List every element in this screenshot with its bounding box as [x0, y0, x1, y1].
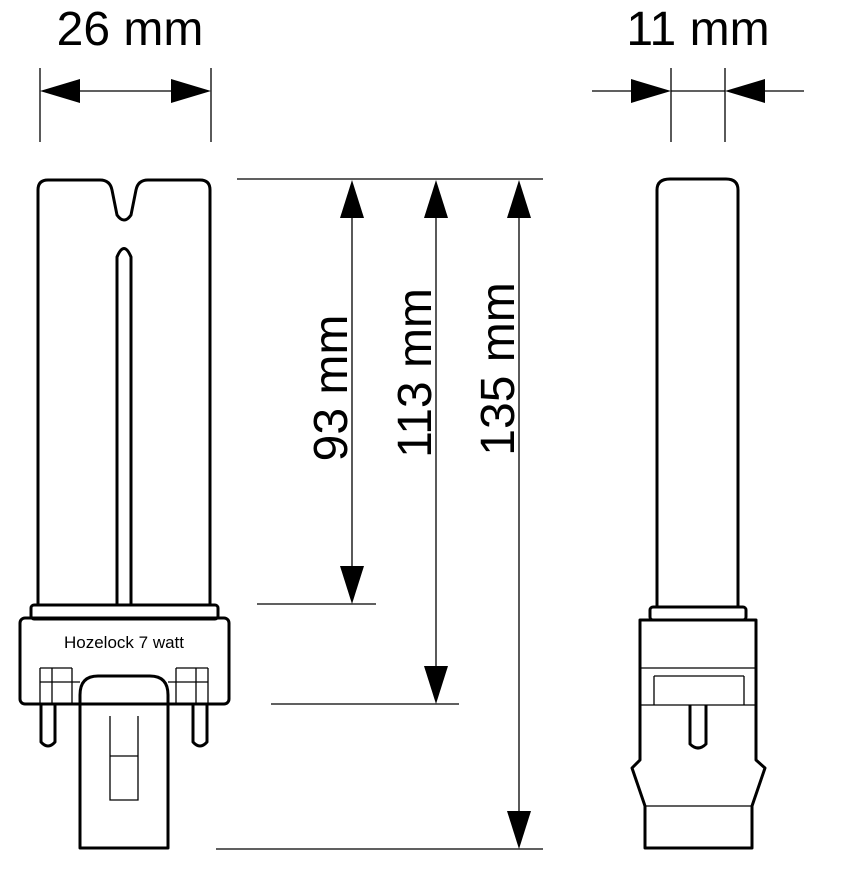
side-tube-outline: [655, 177, 740, 606]
front-stem: [78, 674, 170, 850]
lamp-length-dimension: 113 mm: [389, 180, 448, 704]
arrowhead-inward-right: [725, 79, 765, 103]
arrowhead-right: [171, 79, 211, 103]
front-base-body: [18, 616, 231, 706]
tube-length-dimension: 93 mm: [305, 180, 364, 604]
front-tube-slot: [115, 247, 133, 606]
front-view-lamp: Hozelock 7 watt: [18, 178, 231, 850]
side-base-body: [630, 618, 767, 850]
side-pin: [688, 705, 708, 750]
front-tube-outline: [36, 178, 212, 606]
front-right-latch: [168, 667, 209, 704]
front-right-pin: [191, 704, 209, 748]
width-label: 26 mm: [57, 3, 204, 56]
width-dimension: 26 mm: [39, 3, 212, 142]
overall-length-label: 135 mm: [472, 282, 525, 455]
front-stem-key: [109, 716, 139, 801]
arrowhead-inward-left: [631, 79, 671, 103]
side-base-collar: [648, 605, 748, 622]
lamp-length-label: 113 mm: [389, 288, 442, 458]
tube-length-label: 93 mm: [305, 315, 358, 462]
side-view-lamp: [630, 177, 767, 850]
front-left-pin: [39, 704, 57, 748]
depth-label: 11 mm: [626, 3, 769, 56]
side-base-detail: [640, 667, 756, 807]
vertical-dimensions: 93 mm 113 mm 135 mm: [216, 178, 543, 850]
overall-length-dimension: 135 mm: [472, 180, 531, 849]
arrowhead-left: [40, 79, 80, 103]
lamp-label: Hozelock 7 watt: [64, 633, 184, 652]
front-left-latch: [39, 667, 80, 704]
depth-dimension: 11 mm: [592, 3, 804, 142]
